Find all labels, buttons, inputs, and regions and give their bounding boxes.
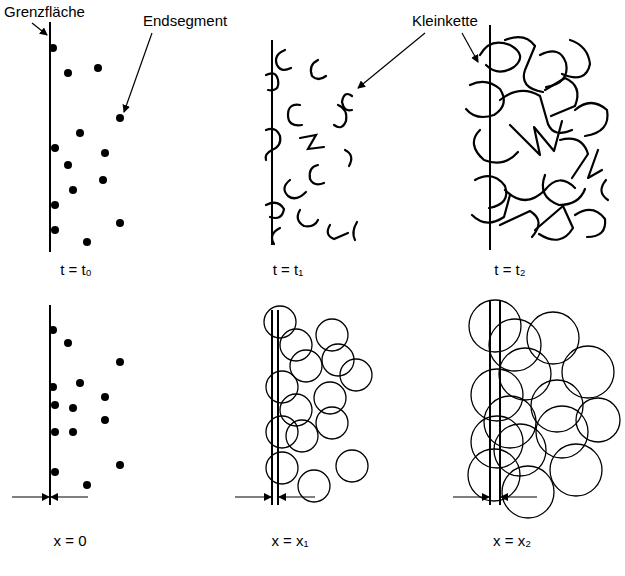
end-segment-dots [49,44,124,246]
position-label: x = x₁ [271,532,308,550]
time-label: t = t₂ [494,261,525,279]
diffusion-spheres [264,306,372,502]
interface-lines [50,300,500,505]
end-segment-dots [49,326,124,489]
end-segment-label: Endsegment [143,12,227,30]
interface-label: Grenzfläche [4,3,85,21]
chain-label: Kleinkette [412,12,478,30]
short-chains [266,50,357,244]
entangled-chains [466,37,608,240]
time-label: t = t₁ [273,261,304,279]
time-label: t = t₀ [60,261,92,279]
diffusion-spheres [468,300,620,518]
leader-lines [32,23,478,112]
position-label: x = 0 [54,532,87,550]
position-label: x = x₂ [493,532,531,550]
interface-lines [50,22,490,252]
dimension-arrows [12,496,537,497]
